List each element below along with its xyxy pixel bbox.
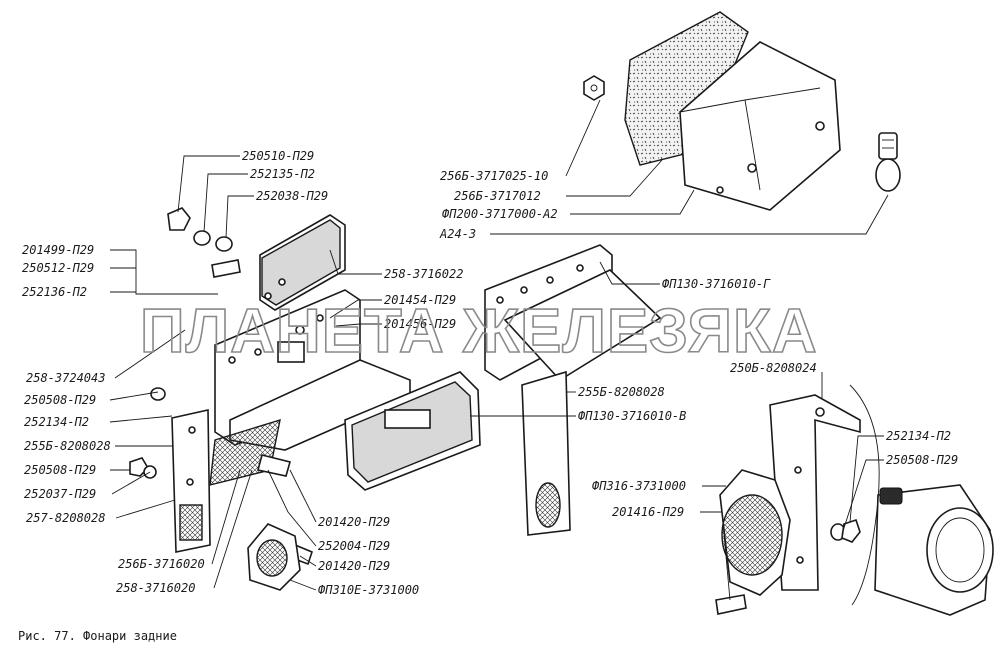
center-lamp — [344, 371, 481, 491]
part-label: 258-3724043 — [26, 371, 105, 385]
part-label: 258-3716022 — [384, 267, 463, 281]
part-label: ФП200-3717000-А2 — [442, 207, 558, 221]
round-reflector-icon — [719, 469, 791, 596]
part-label: ФП130-3716010-В — [578, 409, 686, 423]
part-label: 250512-П29 — [22, 261, 94, 275]
tail-light-housing — [624, 11, 841, 211]
part-label: 252134-П2 — [886, 429, 951, 443]
part-label: 252136-П2 — [22, 285, 87, 299]
bulb-icon — [875, 132, 901, 192]
part-label: 250508-П29 — [24, 463, 96, 477]
part-label: 201499-П29 — [22, 243, 94, 257]
part-label: 250510-П29 — [242, 149, 314, 163]
fog-lamp-icon — [874, 484, 994, 616]
part-label: А24-3 — [439, 227, 476, 241]
part-label: 255Б-8208028 — [578, 385, 665, 399]
watermark: ПЛАНЕТА ЖЕЛЕЗЯКА — [140, 297, 818, 366]
part-label: 201420-П29 — [318, 515, 390, 529]
bracket-brace — [849, 384, 880, 606]
part-label: ФП310Е-3731000 — [318, 583, 419, 597]
center-bracket-lamp — [484, 244, 662, 536]
part-label: 257-8208028 — [26, 511, 105, 525]
part-label: 255Б-8208028 — [24, 439, 111, 453]
part-label: ФП316-3731000 — [592, 479, 686, 493]
part-label: 252037-П29 — [24, 487, 96, 501]
part-label: 201456-П29 — [384, 317, 456, 331]
part-label: 256Б-3716020 — [118, 557, 205, 571]
plate-bracket — [259, 214, 346, 311]
part-label: 201420-П29 — [318, 559, 390, 573]
washer-icon — [129, 207, 861, 543]
part-label: 250Б-8208024 — [730, 361, 817, 375]
part-label: 256Б-3717012 — [454, 189, 541, 203]
figure-caption: Рис. 77. Фонари задние — [18, 629, 177, 643]
leader-lines — [109, 99, 889, 601]
vertical-strip-bracket — [171, 409, 211, 553]
part-label: 252134-П2 — [24, 415, 89, 429]
part-label: 250508-П29 — [886, 453, 958, 467]
part-label: 256Б-3717025-10 — [440, 169, 548, 183]
part-label: 252135-П2 — [250, 167, 315, 181]
part-label: 252004-П29 — [318, 539, 390, 553]
part-label: 250508-П29 — [24, 393, 96, 407]
part-label: 201416-П29 — [612, 505, 684, 519]
right-bracket — [769, 394, 861, 591]
part-label: 201454-П29 — [384, 293, 456, 307]
bolt-icon — [211, 259, 747, 615]
part-label: 252038-П29 — [256, 189, 328, 203]
part-labels: 250510-П29 252135-П2 252038-П29 201499-П… — [22, 149, 958, 597]
reflector-icon — [247, 523, 301, 591]
nut-icon — [583, 75, 605, 101]
part-label: 258-3716020 — [116, 581, 195, 595]
part-label: ФП130-3716010-Г — [662, 277, 771, 291]
